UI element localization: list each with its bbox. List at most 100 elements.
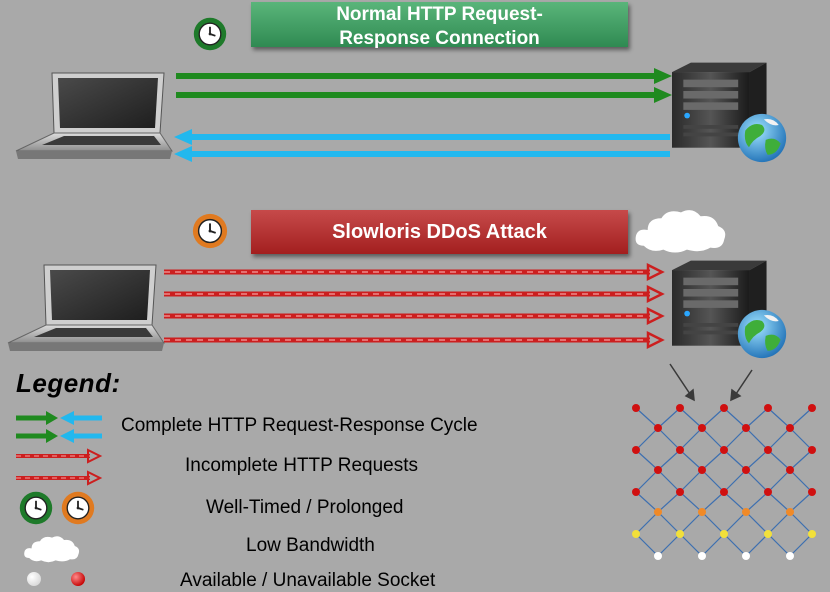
legend-title: Legend: — [16, 368, 121, 398]
socket-link — [723, 407, 747, 429]
incomplete-request-arrow — [164, 284, 665, 304]
legend-cloud-icon — [24, 536, 80, 563]
socket-link — [767, 449, 791, 471]
unavailable-socket-node — [632, 488, 640, 496]
socket-link — [701, 491, 725, 513]
unavailable-socket-node — [808, 404, 816, 412]
legend-timing-label: Well-Timed / Prolonged — [206, 497, 404, 518]
unavailable-socket-node — [764, 404, 772, 412]
response-arrow — [174, 146, 670, 162]
well-timed-clock-icon — [192, 16, 228, 52]
socket-link — [767, 511, 791, 535]
socket-link — [767, 407, 791, 429]
socket-link — [635, 491, 659, 513]
response-arrow — [174, 129, 670, 145]
socket-link — [767, 491, 791, 513]
socket-link — [657, 511, 681, 535]
socket-node — [786, 508, 794, 516]
socket-link — [723, 427, 747, 451]
unavailable-socket-node — [698, 424, 706, 432]
socket-link — [635, 511, 659, 535]
socket-link — [701, 407, 725, 429]
unavailable-socket-node — [676, 446, 684, 454]
unavailable-socket-node — [742, 466, 750, 474]
available-socket-node — [654, 552, 662, 560]
unavailable-socket-node — [632, 446, 640, 454]
unavailable-socket-node — [808, 446, 816, 454]
socket-link — [723, 449, 747, 471]
socket-link — [635, 469, 659, 493]
socket-link — [635, 427, 659, 451]
legend-socket-label: Available / Unavailable Socket — [180, 570, 436, 591]
legend-available-socket-dot — [27, 572, 41, 586]
legend-complete-cycle-icon — [16, 411, 102, 443]
socket-link — [701, 511, 725, 535]
prolonged-clock-icon — [191, 212, 229, 250]
normal-title-line1: Normal HTTP Request- — [336, 4, 543, 25]
legend-incomplete-requests-icon — [16, 448, 103, 486]
socket-node — [698, 508, 706, 516]
unavailable-socket-node — [698, 466, 706, 474]
socket-link — [745, 533, 769, 557]
socket-link — [767, 469, 791, 493]
socket-link — [723, 491, 747, 513]
incomplete-request-arrow — [164, 306, 665, 326]
socket-link — [789, 449, 813, 471]
socket-link — [657, 491, 681, 513]
socket-link — [789, 491, 813, 513]
socket-node — [654, 508, 662, 516]
socket-link — [745, 449, 769, 471]
unavailable-socket-node — [720, 446, 728, 454]
unavailable-socket-node — [654, 466, 662, 474]
socket-link — [679, 427, 703, 451]
socket-link — [657, 469, 681, 493]
legend-bandwidth-label: Low Bandwidth — [246, 535, 375, 556]
socket-link — [679, 533, 703, 557]
socket-link — [723, 533, 747, 557]
socket-link — [789, 511, 813, 535]
unavailable-socket-node — [786, 466, 794, 474]
unavailable-socket-node — [808, 488, 816, 496]
socket-link — [723, 469, 747, 493]
socket-node — [720, 530, 728, 538]
available-socket-node — [742, 552, 750, 560]
unavailable-socket-node — [742, 424, 750, 432]
request-arrow — [176, 87, 672, 103]
globe-icon — [737, 113, 787, 163]
unavailable-socket-node — [786, 424, 794, 432]
socket-link — [745, 491, 769, 513]
unavailable-socket-node — [676, 404, 684, 412]
socket-link — [657, 449, 681, 471]
socket-link — [679, 407, 703, 429]
socket-link — [679, 449, 703, 471]
unavailable-socket-node — [720, 404, 728, 412]
socket-node — [632, 530, 640, 538]
socket-link — [701, 533, 725, 557]
normal-connection-banner: Normal HTTP Request- Response Connection — [251, 2, 628, 49]
available-socket-node — [698, 552, 706, 560]
socket-link — [679, 511, 703, 535]
legend-well-timed-clock-icon — [18, 490, 54, 526]
unavailable-socket-node — [654, 424, 662, 432]
socket-pointer-arrows — [669, 363, 753, 402]
socket-link — [635, 533, 659, 557]
unavailable-socket-node — [764, 488, 772, 496]
socket-node — [676, 530, 684, 538]
socket-link — [723, 511, 747, 535]
socket-link — [635, 407, 659, 429]
socket-link — [767, 533, 791, 557]
socket-node — [808, 530, 816, 538]
socket-link — [745, 407, 769, 429]
normal-title-line2: Response Connection — [339, 28, 540, 49]
legend-complete-cycle-label: Complete HTTP Request-Response Cycle — [121, 415, 478, 436]
legend-prolonged-clock-icon — [60, 490, 96, 526]
socket-link — [701, 469, 725, 493]
unavailable-socket-node — [632, 404, 640, 412]
socket-node — [742, 508, 750, 516]
slowloris-attack-banner: Slowloris DDoS Attack — [251, 210, 628, 254]
socket-link — [789, 427, 813, 451]
incomplete-request-arrow — [164, 330, 665, 350]
socket-link — [745, 469, 769, 493]
attacker-laptop-icon — [7, 264, 165, 352]
